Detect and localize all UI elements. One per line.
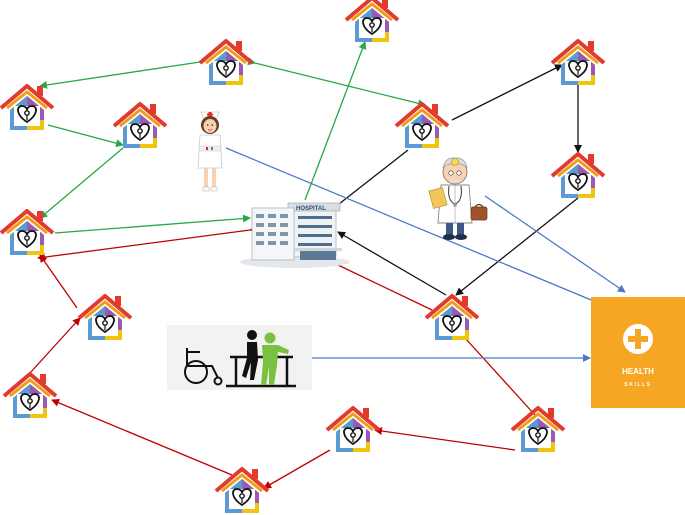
house-heart-stethoscope-icon (112, 102, 168, 150)
house-heart-stethoscope-icon (198, 39, 254, 87)
house-heart-stethoscope-icon (344, 0, 400, 44)
green-arrow (247, 57, 426, 108)
house-heart-stethoscope-icon (325, 406, 381, 454)
wheelchair-icon (184, 348, 223, 386)
red-arrow (29, 317, 81, 374)
doctor-icon (428, 157, 488, 240)
black-arrow (455, 197, 579, 296)
house-heart-stethoscope-icon (510, 406, 566, 454)
green-arrow (39, 147, 124, 219)
red-arrow (263, 449, 331, 489)
green-arrow (54, 214, 251, 234)
red-arrow (39, 254, 78, 309)
blue-arrow (225, 147, 621, 314)
house-heart-stethoscope-icon (0, 209, 55, 257)
black-arrow (337, 231, 447, 296)
house-heart-stethoscope-icon (550, 152, 606, 200)
red-arrow (464, 337, 536, 416)
house-heart-stethoscope-icon (77, 294, 133, 342)
house-heart-stethoscope-icon (2, 372, 58, 420)
blue-arrows (225, 147, 626, 362)
red-arrow (51, 399, 233, 476)
red-arrow (337, 264, 433, 311)
red-arrow (37, 225, 258, 262)
house-heart-stethoscope-icon (0, 84, 55, 132)
house-heart-stethoscope-icon (214, 467, 270, 515)
house-heart-stethoscope-icon (394, 102, 450, 150)
health-skills-subtitle: SKILLS (624, 382, 651, 388)
rehabilitation-icon (167, 325, 312, 390)
blue-arrow (484, 195, 626, 293)
black-arrow (451, 64, 563, 121)
hospital-building-icon: HOSPITAL (240, 202, 350, 268)
house-heart-stethoscope-icon (424, 294, 480, 342)
red-arrow (374, 427, 516, 451)
green-arrow (39, 61, 201, 89)
green-arrow (47, 124, 124, 148)
hospital-sign: HOSPITAL (296, 206, 326, 212)
health-skills-logo: HEALTH SKILLS (591, 297, 685, 408)
health-skills-title: HEALTH (622, 367, 654, 376)
red-arrows (29, 225, 536, 489)
nurse-icon (197, 111, 223, 192)
green-arrow (304, 41, 367, 201)
house-heart-stethoscope-icon (550, 39, 606, 87)
